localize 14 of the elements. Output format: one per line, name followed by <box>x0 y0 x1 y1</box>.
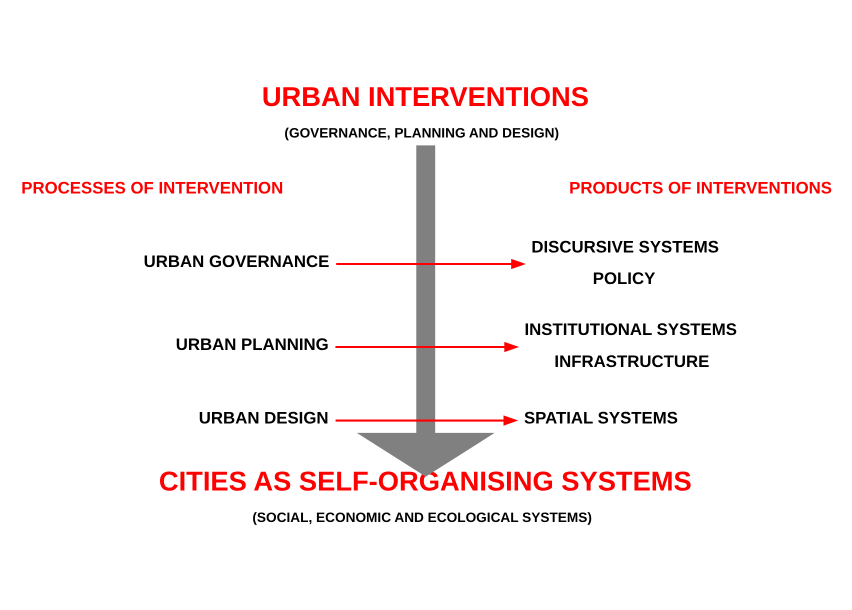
node-text: DISCURSIVE SYSTEMS POLICY <box>531 236 719 288</box>
node-text: URBAN GOVERNANCE <box>144 251 330 270</box>
arrow <box>336 258 526 269</box>
node-text: URBAN INTERVENTIONS (GOVERNANCE, PLANNING AND DESIGN) <box>262 80 589 140</box>
arrow <box>336 414 518 426</box>
label: PRODUCTS OF INTERVENTIONS <box>569 178 832 197</box>
node-text: INSTITUTIONAL SYSTEMS INFRASTRUCTURE <box>524 320 737 370</box>
arrow <box>335 341 520 352</box>
node-text: SPATIAL SYSTEMS <box>524 408 678 427</box>
node-text: URBAN DESIGN <box>198 408 329 427</box>
label: PROCESSES OF INTERVENTION <box>21 178 284 197</box>
node-text: URBAN PLANNING <box>176 334 329 354</box>
node-text: CITIES AS SELF-ORGANISING SYSTEMS (SOCIAL, ECONOMIC AND ECOLOGICAL SYSTEMS) <box>158 465 692 524</box>
arrow <box>356 144 495 476</box>
